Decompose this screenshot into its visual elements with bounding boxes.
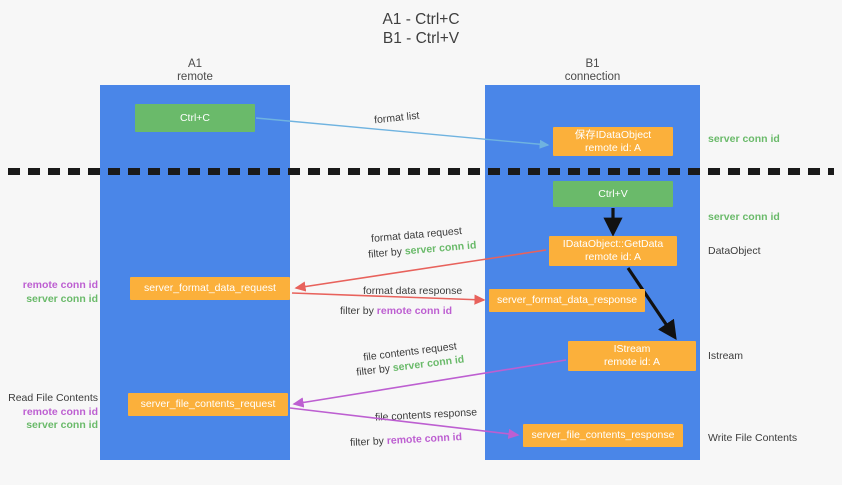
box-server-format-data-response[interactable]: server_format_data_response <box>489 289 645 312</box>
annotation-read-file-contents: Read File Contents <box>8 392 98 404</box>
label-format-list-text: format list <box>373 109 421 127</box>
annotation-conn-ids-top: remote conn id server conn id <box>8 279 98 306</box>
box-istream-label: IStream <box>613 343 651 355</box>
page-title: A1 - Ctrl+C B1 - Ctrl+V <box>0 10 842 48</box>
box-server-format-data-request[interactable]: server_format_data_request <box>130 277 290 300</box>
annotation-write-file-contents: Write File Contents <box>708 432 798 444</box>
box-ctrl-c-label: Ctrl+C <box>179 111 211 124</box>
label-format-list: format list <box>373 109 420 128</box>
box-save-idataobject-remote-id: remote id: A <box>584 141 642 154</box>
annotation-remote-conn-id-1: remote conn id <box>22 279 98 291</box>
box-istream[interactable]: IStream remote id: A <box>568 341 696 371</box>
box-server-file-contents-response[interactable]: server_file_contents_response <box>523 424 683 447</box>
annotation-istream: Istream <box>708 350 744 362</box>
box-ctrl-c[interactable]: Ctrl+C <box>135 104 255 132</box>
annotation-dataobject: DataObject <box>708 245 761 257</box>
box-server-file-contents-request-label: server_file_contents_request <box>140 398 276 410</box>
box-istream-remote-id: remote id: A <box>603 356 661 368</box>
annotation-server-conn-id-mid: server conn id <box>708 211 780 223</box>
filter-key-remote-conn-id: remote conn id <box>386 431 463 447</box>
box-idataobject-getdata-label: IDataObject::GetData <box>562 238 664 250</box>
label-format-data-response-filter: filter by remote conn id <box>340 304 452 318</box>
title-line-2: B1 - Ctrl+V <box>382 30 460 47</box>
annotation-server-conn-id-2: server conn id <box>26 419 98 431</box>
label-file-contents-response: file contents response <box>375 405 478 424</box>
column-header-b1: B1 connection <box>485 58 700 84</box>
phase-divider <box>8 168 834 175</box>
column-b1-name: B1 <box>585 58 600 70</box>
box-server-format-data-response-label: server_format_data_response <box>496 294 638 306</box>
box-save-idataobject-label: 保存IDataObject <box>574 128 652 141</box>
filter-prefix: filter by <box>355 362 394 379</box>
column-header-a1: A1 remote <box>100 58 290 84</box>
annotation-remote-conn-id-2: remote conn id <box>22 405 98 418</box>
filter-prefix: filter by <box>340 305 377 317</box>
box-idataobject-getdata[interactable]: IDataObject::GetData remote id: A <box>549 236 677 266</box>
filter-key-remote-conn-id: remote conn id <box>376 305 453 317</box>
box-idataobject-getdata-remote-id: remote id: A <box>584 251 642 263</box>
column-a1-name: A1 <box>187 58 203 70</box>
box-ctrl-v[interactable]: Ctrl+V <box>553 181 673 207</box>
column-a1-role: remote <box>177 71 213 83</box>
annotation-server-conn-id-1: server conn id <box>26 292 98 305</box>
label-file-contents-response-text: file contents response <box>374 406 478 424</box>
column-b1-role: connection <box>564 71 621 83</box>
box-server-format-data-request-label: server_format_data_request <box>144 282 276 294</box>
box-ctrl-v-label: Ctrl+V <box>598 187 628 200</box>
label-format-data-response-text: format data response <box>363 285 463 297</box>
filter-prefix: filter by <box>367 245 406 261</box>
annotation-read-file-contents-group: Read File Contents remote conn id server… <box>8 392 98 433</box>
box-server-file-contents-response-label: server_file_contents_response <box>531 429 675 441</box>
title-line-1: A1 - Ctrl+C <box>382 11 460 28</box>
label-file-contents-response-filter: filter by remote conn id <box>350 430 463 450</box>
box-save-idataobject[interactable]: 保存IDataObject remote id: A <box>553 127 673 156</box>
annotation-server-conn-id-top: server conn id <box>708 133 780 145</box>
label-format-data-response: format data response <box>363 284 462 298</box>
box-server-file-contents-request[interactable]: server_file_contents_request <box>128 393 288 416</box>
filter-prefix: filter by <box>349 435 388 449</box>
